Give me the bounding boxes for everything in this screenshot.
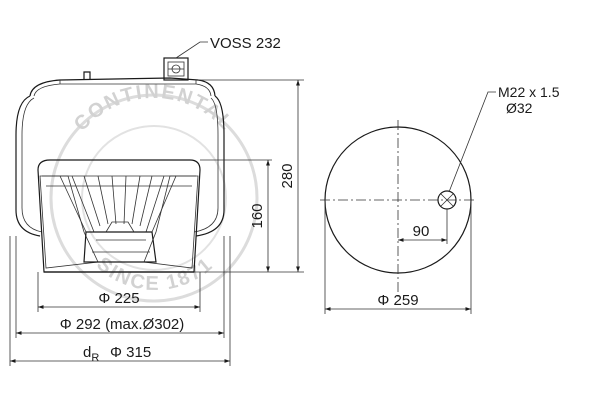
watermark: CONTINENTAL SINCE 1871 (49, 81, 259, 303)
dimension-labels: VOSS 232 M22 x 1.5 Ø32 280 160 Φ 225 Φ 2… (60, 35, 560, 364)
rated-diameter-label: dR (83, 344, 99, 364)
dimension-lines (9, 41, 496, 366)
rated-diameter-sub: R (91, 352, 99, 364)
piston-body (37, 169, 201, 273)
valve-fitting (163, 57, 189, 81)
plate-diameter-label: Φ 259 (377, 292, 418, 309)
bump-stop (83, 231, 157, 263)
thread-diameter-label: Ø32 (506, 100, 533, 116)
air-spring-plan-view (320, 120, 476, 300)
top-plate (29, 77, 216, 97)
piston-rim (37, 159, 201, 171)
piston-ribs (42, 175, 196, 233)
piston-diameter-label: Φ 225 (98, 290, 139, 307)
rubber-bellow (15, 95, 41, 237)
rated-diameter-value: Φ 315 (110, 344, 151, 361)
offset-label: 90 (413, 223, 430, 240)
svg-text:SINCE 1871: SINCE 1871 (92, 253, 217, 295)
rated-diameter-prefix: d (83, 344, 91, 361)
watermark-inner-ring (81, 125, 227, 271)
air-spring-side-view (15, 57, 225, 273)
valve-label: VOSS 232 (210, 35, 281, 52)
bellow-diameter-label: Φ 292 (max.Ø302) (60, 316, 185, 333)
watermark-since: SINCE 1871 (92, 253, 215, 295)
height-total-label: 280 (279, 163, 296, 188)
thread-label: M22 x 1.5 (498, 84, 560, 100)
height-piston-label: 160 (249, 203, 266, 228)
watermark-outer-ring (49, 93, 259, 303)
